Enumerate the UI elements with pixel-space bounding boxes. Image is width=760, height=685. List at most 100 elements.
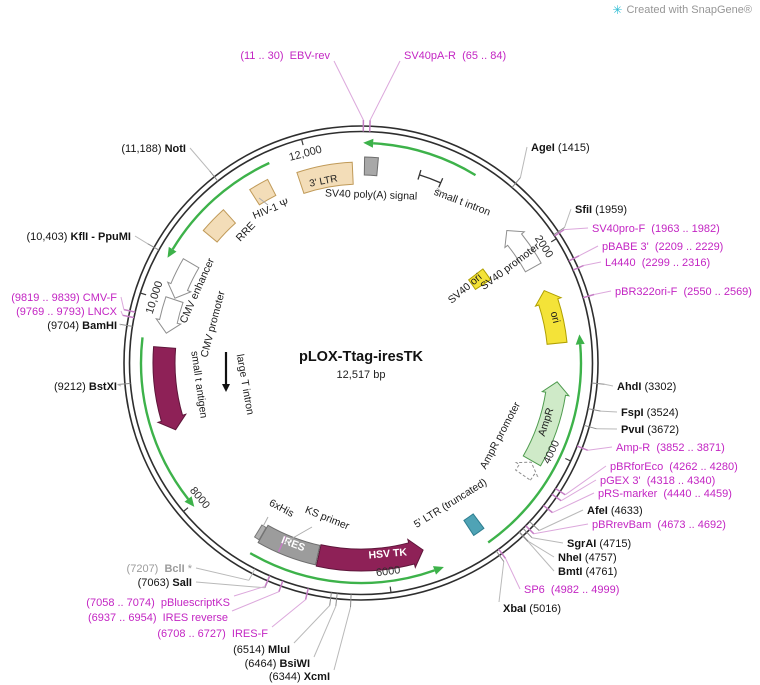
snapgene-logo-icon: ✳ <box>612 3 623 17</box>
enzyme-label-xcmi: (6344) XcmI <box>269 594 352 683</box>
enzyme-label-bcli: (7207) BclI * <box>127 563 256 581</box>
large-t-intron-arrow <box>222 352 230 392</box>
transcript-arrow-2 <box>249 552 444 585</box>
feature-label-hsv-tk: HSV TK <box>368 546 408 561</box>
site-label-text-pvui: PvuI (3672) <box>621 424 679 436</box>
primer-label-pbr322ori-f: pBR322ori-F (2550 .. 2569) <box>582 286 752 299</box>
site-label-text-fspi: FspI (3524) <box>621 407 678 419</box>
primer-label-amp-r: Amp-R (3852 .. 3871) <box>576 442 725 454</box>
site-label-text-bmti: BmtI (4761) <box>558 566 617 578</box>
site-label-text-xbai: XbaI (5016) <box>503 603 561 615</box>
enzyme-label-sgrai: SgrAI (4715) <box>522 528 631 550</box>
primer-label-cmv-f: (9819 .. 9839) CMV-F <box>11 292 136 313</box>
svg-text:HSV TK: HSV TK <box>368 546 408 561</box>
svg-text:3' LTR: 3' LTR <box>309 173 339 189</box>
site-label-text-pbluescriptks: (7058 .. 7074) pBluescriptKS <box>86 597 230 609</box>
feature-hsv-tk <box>315 538 424 572</box>
primer-label-l4440: L4440 (2299 .. 2316) <box>572 257 710 271</box>
site-label-text-pbabe-3: pBABE 3' (2209 .. 2229) <box>602 241 723 253</box>
site-label-text-mlui: (6514) MluI <box>233 644 290 656</box>
site-label-text-pbrrevbam: pBRrevBam (4673 .. 4692) <box>592 519 726 531</box>
primer-label-pbrrevbam: pBRrevBam (4673 .. 4692) <box>525 519 726 535</box>
transcript-arrow-3 <box>487 334 585 544</box>
feature-label-rre: RRE <box>234 220 258 244</box>
feature-small-t-intron <box>417 169 444 188</box>
label-connector-3 <box>258 197 269 206</box>
backbone-ring <box>123 125 599 601</box>
scale-label-6000: 6000 <box>375 564 401 579</box>
primer-label-sp6: SP6 (4982 .. 4999) <box>497 548 619 596</box>
primer-label-sv40pro-f: SV40pro-F (1963 .. 1982) <box>554 223 720 237</box>
feature-label-small-t-antigen: small t antigen <box>188 350 209 419</box>
site-label-text-kfli-ppumi: (10,403) KflI - PpuMI <box>26 231 131 243</box>
feature-label-sv40-ori: SV40 ori <box>446 271 485 306</box>
site-label-text-bsiwi: (6464) BsiWI <box>245 658 310 670</box>
primer-label-ires-reverse: (6937 .. 6954) IRES reverse <box>88 580 284 624</box>
features-layer <box>152 156 571 572</box>
feature-cmv-enhancer <box>166 258 200 299</box>
feature-ampr <box>522 381 571 467</box>
primer-label-pbrforeco: pBRforEco (4262 .. 4280) <box>555 461 738 496</box>
label-connector-2 <box>436 187 449 199</box>
site-label-text-ebv-rev: (11 .. 30) EBV-rev <box>240 50 330 62</box>
feature-label-ori: ori <box>548 310 562 324</box>
feature-label-cmv-promoter: CMV promoter <box>198 289 227 359</box>
enzyme-label-sali: (7063) SalI <box>138 575 271 589</box>
feature-label-sv40-poly-a-signal: SV40 poly(A) signal <box>325 187 418 202</box>
plasmid-name: pLOX-Ttag-iresTK <box>299 349 424 365</box>
site-label-text-pbrforeco: pBRforEco (4262 .. 4280) <box>610 461 738 473</box>
svg-text:6xHis: 6xHis <box>267 497 296 520</box>
site-label-text-bstxi: (9212) BstXI <box>54 381 117 393</box>
enzyme-label-ahdi: AhdI (3302) <box>591 381 676 393</box>
enzyme-label-fspi: FspI (3524) <box>587 407 678 419</box>
enzyme-label-bsiwi: (6464) BsiWI <box>245 593 338 670</box>
backbone-inner-circle <box>128 130 594 596</box>
enzyme-label-kfli-ppumi: (10,403) KflI - PpuMI <box>26 231 160 251</box>
primer-label-ires-f: (6708 .. 6727) IRES-F <box>157 588 309 640</box>
primer-band-tick-0 <box>277 535 287 553</box>
primer-label-ebv-rev: (11 .. 30) EBV-rev <box>240 50 365 132</box>
site-label-text-pbr322ori-f: pBR322ori-F (2550 .. 2569) <box>615 286 752 298</box>
site-label-text-lncx: (9769 .. 9793) LNCX <box>16 306 118 318</box>
svg-text:large T intron: large T intron <box>234 353 257 416</box>
primer-label-pbluescriptks: (7058 .. 7074) pBluescriptKS <box>86 575 271 609</box>
site-label-text-sali: (7063) SalI <box>138 577 192 589</box>
svg-text:ori: ori <box>548 310 562 324</box>
feature-small-t-antigen <box>152 346 187 431</box>
enzyme-label-mlui: (6514) MluI <box>233 592 332 656</box>
label-connector-1 <box>257 516 269 537</box>
enzyme-label-bstxi: (9212) BstXI <box>54 381 131 393</box>
svg-text:AmpR promoter: AmpR promoter <box>478 400 524 472</box>
enzyme-label-sfii: SfiI (1959) <box>553 204 627 236</box>
enzyme-label-bamhi: (9704) BamHI <box>47 320 133 332</box>
feature-ampr-promoter <box>514 461 539 481</box>
site-label-text-bamhi: (9704) BamHI <box>47 320 117 332</box>
feature-sv40-poly-a-signal <box>363 156 379 177</box>
feature-label-3-ltr: 3' LTR <box>309 173 339 189</box>
site-label-text-prs-marker: pRS-marker (4440 .. 4459) <box>598 488 732 500</box>
site-label-text-pgex-3: pGEX 3' (4318 .. 4340) <box>600 475 715 487</box>
enzyme-label-xbai: XbaI (5016) <box>495 550 561 615</box>
transcript-arrow-1 <box>139 337 195 507</box>
site-label-text-nhei: NheI (4757) <box>558 552 617 564</box>
feature-sv40-ori <box>467 268 492 291</box>
site-label-text-cmv-f: (9819 .. 9839) CMV-F <box>11 292 117 304</box>
primer-label-pbabe-3: pBABE 3' (2209 .. 2229) <box>568 241 723 262</box>
feature-label-small-t-intron: small t intron <box>432 186 492 219</box>
plasmid-size: 12,517 bp <box>337 369 386 381</box>
feature-label-ampr-promoter: AmpR promoter <box>478 400 524 472</box>
site-label-text-amp-r: Amp-R (3852 .. 3871) <box>616 442 725 454</box>
site-label-text-sv40pa-r: SV40pA-R (65 .. 84) <box>404 50 506 62</box>
transcript-arrow-0 <box>167 161 270 258</box>
svg-text:small t intron: small t intron <box>432 186 492 219</box>
site-label-text-sv40pro-f: SV40pro-F (1963 .. 1982) <box>592 223 720 235</box>
feature-hiv-1 <box>249 178 277 206</box>
svg-text:SV40 ori: SV40 ori <box>446 271 485 306</box>
site-label-text-afei: AfeI (4633) <box>587 505 643 517</box>
svg-text:RRE: RRE <box>234 220 258 244</box>
primer-label-lncx: (9769 .. 9793) LNCX <box>16 306 135 319</box>
feature-3-ltr <box>296 161 354 195</box>
feature-5-ltr-truncated <box>463 513 485 537</box>
watermark-text: Created with SnapGene® <box>626 4 752 16</box>
